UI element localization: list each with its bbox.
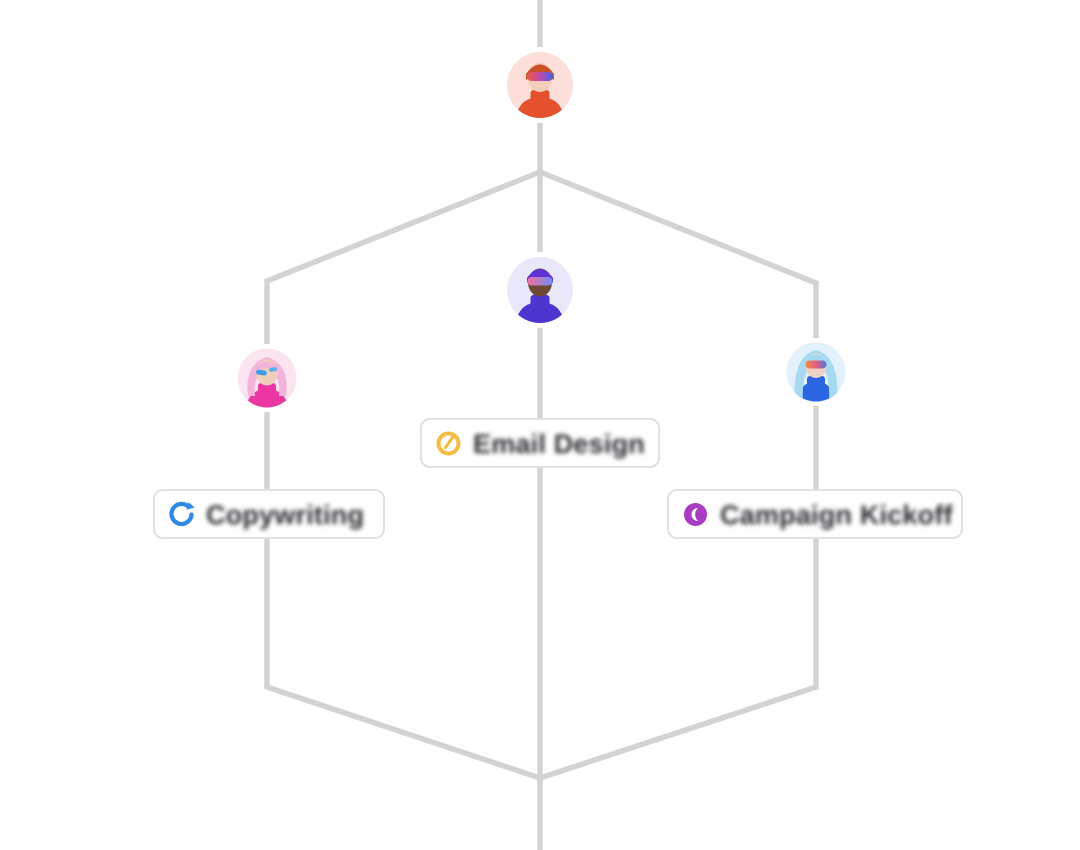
connector-right-lane [538, 169, 819, 781]
avatar-top[interactable] [502, 47, 578, 128]
avatar-left-illustration [233, 344, 301, 412]
avatar-right-illustration [782, 338, 850, 406]
recurring-arrow-icon [169, 501, 195, 526]
avatar-left[interactable] [233, 344, 301, 417]
task-campaign-kickoff[interactable]: Campaign Kickoff [667, 489, 963, 539]
avatar-middle[interactable] [502, 252, 578, 333]
in-review-moon-icon [684, 502, 707, 526]
avatar-middle-illustration [502, 252, 578, 328]
avatar-right[interactable] [782, 338, 850, 411]
task-label: Email Design [473, 428, 645, 459]
task-email-design[interactable]: Email Design [420, 418, 660, 468]
connector-left-lane [264, 169, 542, 781]
avatar-top-illustration [502, 47, 578, 123]
task-label: Campaign Kickoff [720, 499, 953, 530]
task-copywriting[interactable]: Copywriting [153, 489, 385, 539]
in-progress-clock-icon [436, 431, 461, 455]
task-label: Copywriting [206, 499, 365, 530]
